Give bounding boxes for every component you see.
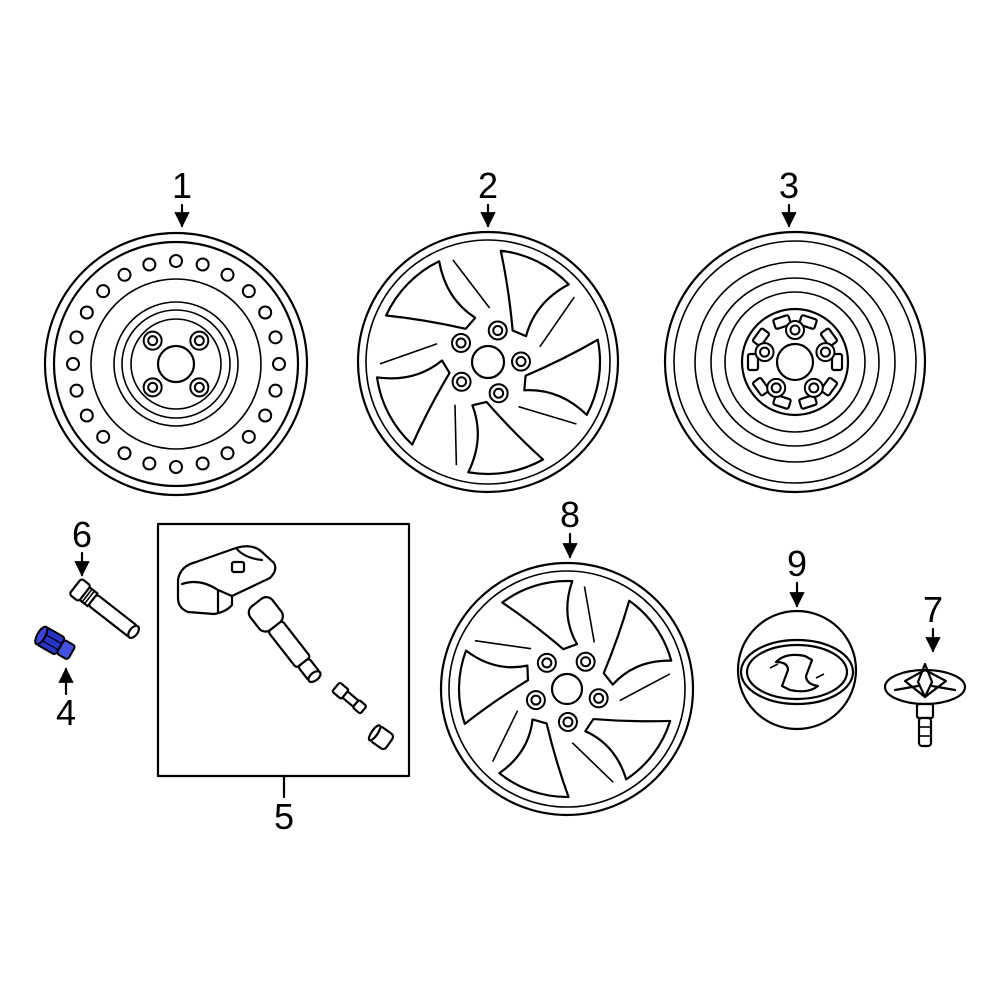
lug-hole-inner <box>580 656 592 668</box>
vent-hole <box>241 429 256 444</box>
lug-hole-inner <box>147 381 159 393</box>
lug-hole-inner <box>562 716 574 728</box>
vent-hole <box>79 408 94 423</box>
vent-hole <box>142 257 157 272</box>
vent-hole <box>69 383 84 398</box>
hub-tooth <box>830 352 844 372</box>
lug-hole-inner <box>808 382 820 394</box>
spoke-window <box>584 717 672 781</box>
vent-hole <box>169 254 183 268</box>
vent-hole <box>258 408 273 423</box>
hub-tooth <box>819 376 839 397</box>
lug-hole-inner <box>819 346 831 358</box>
hub-tooth <box>751 327 771 348</box>
lug-hole-inner <box>789 324 801 336</box>
callout-3: 3 <box>779 165 799 206</box>
spoke-window <box>467 400 545 476</box>
part-9-center-cap[interactable] <box>736 609 858 731</box>
vent-hole <box>117 446 132 461</box>
part-6-valve-stem[interactable] <box>69 578 143 642</box>
vent-hole <box>220 267 235 282</box>
part-3-spare-wheel[interactable] <box>663 230 927 494</box>
callout-7: 7 <box>923 589 943 630</box>
vent-hole <box>258 305 273 320</box>
part-7-wheel-bolt-clip[interactable] <box>883 662 967 748</box>
lug-hole-inner <box>147 335 159 347</box>
hub-tooth <box>798 394 818 410</box>
callout-1: 1 <box>172 165 192 206</box>
emblem-logo <box>774 653 820 693</box>
vent-hole <box>79 305 94 320</box>
spoke-window <box>499 249 570 338</box>
vent-hole <box>272 357 286 371</box>
lug-hole-inner <box>193 381 205 393</box>
spoke-edge <box>491 710 519 763</box>
vent-hole <box>220 446 235 461</box>
vent-hole <box>117 267 132 282</box>
lug-hole-inner <box>492 324 504 336</box>
spoke-window <box>385 260 477 330</box>
part-8-wheel-cover[interactable] <box>439 561 695 817</box>
part-1-steel-wheel[interactable] <box>43 231 309 497</box>
lug-hole-inner <box>530 694 542 706</box>
lug-hole-inner <box>455 337 467 349</box>
lug-hole-inner <box>593 692 605 704</box>
part-5-tpms-sensor-kit[interactable] <box>156 522 411 778</box>
spoke-edge <box>583 586 596 643</box>
spoke-edge <box>619 673 671 702</box>
lug-hole-inner <box>493 387 505 399</box>
lug-hole-inner <box>515 356 527 368</box>
lug-hole-inner <box>541 657 553 669</box>
spoke-edge <box>518 405 577 425</box>
spoke-window <box>375 359 451 446</box>
spoke-window <box>523 338 602 416</box>
callout-2: 2 <box>478 165 498 206</box>
part-4-lug-nut[interactable] <box>33 625 77 662</box>
hub-tooth <box>751 376 771 397</box>
callout-8: 8 <box>560 494 580 535</box>
vent-hole <box>241 284 256 299</box>
vent-hole <box>96 429 111 444</box>
spoke-edge <box>474 639 532 650</box>
vent-hole <box>195 456 210 471</box>
lug-hole-inner <box>193 335 205 347</box>
vent-hole <box>69 330 84 345</box>
spoke-window <box>602 599 673 686</box>
spoke-window <box>457 649 530 725</box>
lug-hole-inner <box>770 382 782 394</box>
spoke-edge <box>571 742 614 783</box>
lug-hole-inner <box>759 346 771 358</box>
vent-hole <box>169 460 183 474</box>
lug-hole-inner <box>456 376 468 388</box>
spoke-edge <box>539 296 575 348</box>
hub-tooth <box>819 327 839 348</box>
vent-hole <box>142 456 157 471</box>
spoke-edge <box>454 404 458 466</box>
vent-hole <box>268 330 283 345</box>
callout-6: 6 <box>72 514 92 555</box>
spoke-window <box>498 718 570 799</box>
callout-4: 4 <box>56 692 76 733</box>
vent-hole <box>66 357 80 371</box>
callout-5: 5 <box>274 796 294 837</box>
hub-tooth <box>746 352 760 372</box>
callout-9: 9 <box>787 543 807 584</box>
vent-hole <box>268 383 283 398</box>
spoke-edge <box>452 259 491 309</box>
spoke-window <box>501 579 579 651</box>
spoke-edge <box>379 343 438 365</box>
part-2-alloy-wheel[interactable] <box>356 230 620 494</box>
hub-tooth <box>772 394 792 410</box>
vent-hole <box>195 257 210 272</box>
vent-hole <box>96 284 111 299</box>
